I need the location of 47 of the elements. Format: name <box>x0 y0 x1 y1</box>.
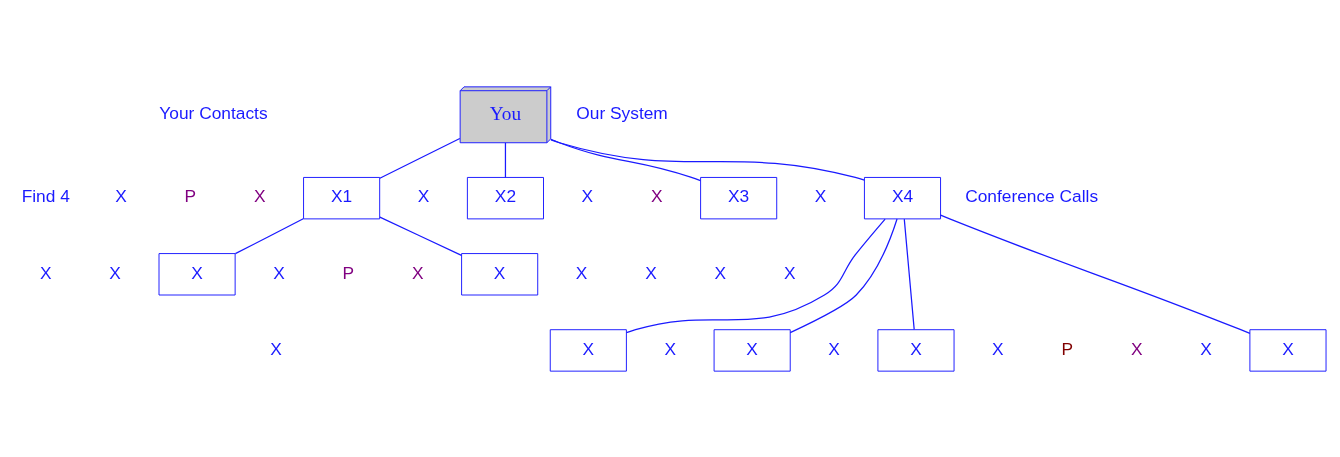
label: Conference Calls <box>965 185 1099 206</box>
node-box: X <box>549 328 627 372</box>
label: X <box>783 262 796 283</box>
label: X <box>645 262 657 283</box>
label: X <box>650 185 663 206</box>
label: P <box>342 262 355 283</box>
connector <box>939 214 1251 334</box>
connector <box>625 217 886 333</box>
node-box: X4 <box>863 176 942 219</box>
label: X <box>115 185 127 206</box>
label: X <box>575 262 588 283</box>
label: X <box>270 338 282 359</box>
connector <box>550 138 702 181</box>
node-box: X <box>713 328 791 372</box>
connector <box>379 215 463 256</box>
label: Find 4 <box>21 185 70 206</box>
node-box: X <box>158 252 236 295</box>
label: X <box>1200 338 1212 359</box>
connector <box>234 217 304 254</box>
connector <box>550 138 866 181</box>
label: X <box>992 338 1004 359</box>
label: X <box>411 262 424 283</box>
node-box: X <box>1249 328 1327 372</box>
label: X <box>39 262 52 283</box>
label: X <box>714 262 727 283</box>
node-box: X <box>877 328 955 372</box>
label: X <box>109 262 121 283</box>
connector <box>903 217 915 330</box>
connector <box>504 141 507 178</box>
label: X <box>828 338 840 359</box>
label: X <box>253 185 266 206</box>
label: P <box>1061 338 1074 359</box>
connector <box>789 217 898 333</box>
label: X <box>273 262 285 283</box>
label: X <box>664 338 677 359</box>
node-box: X2 <box>466 176 544 219</box>
node-box: X3 <box>700 176 778 219</box>
connector <box>379 137 461 179</box>
label: X <box>417 185 430 206</box>
node-box: X1 <box>303 176 381 219</box>
label: P <box>184 185 197 206</box>
label: X <box>1130 338 1143 359</box>
label: Our System <box>576 102 668 123</box>
label: Your Contacts <box>159 102 268 123</box>
label: X <box>581 185 594 206</box>
node-box: X <box>461 252 539 295</box>
label: X <box>814 185 827 206</box>
